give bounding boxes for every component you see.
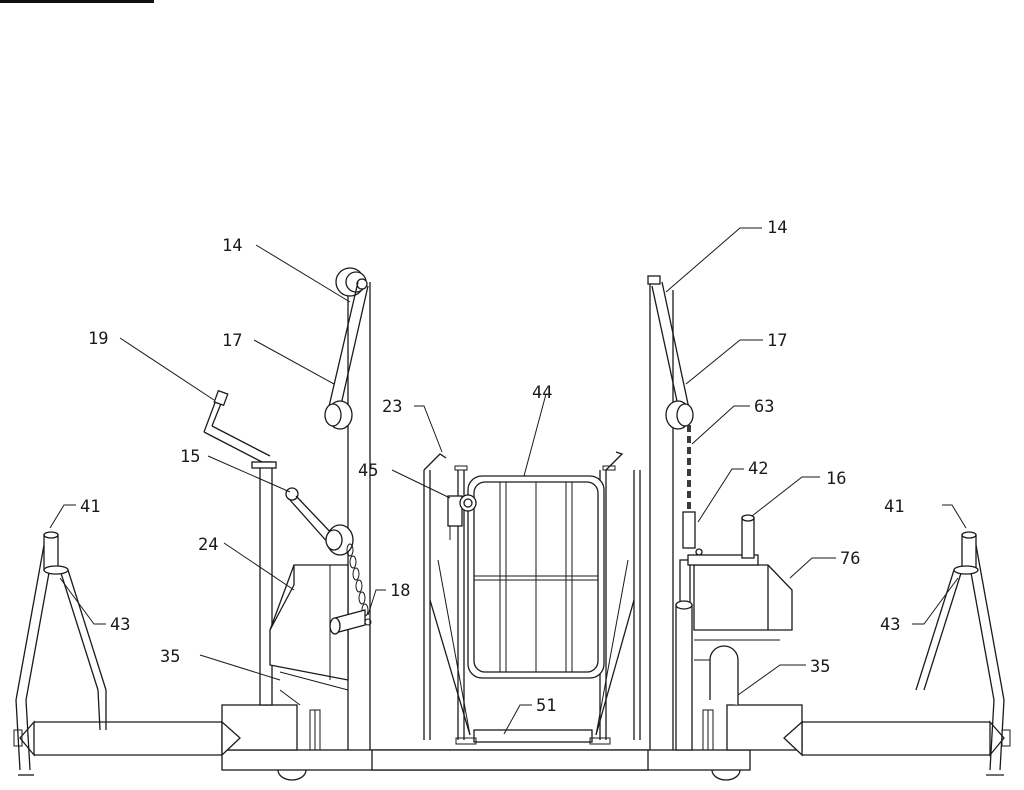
center-base-plate [455, 729, 611, 745]
label-15: 15 [180, 447, 200, 467]
label-43-right: 43 [880, 615, 900, 635]
label-19: 19 [88, 329, 108, 349]
label-23: 23 [382, 397, 402, 417]
label-24: 24 [198, 535, 218, 555]
label-17-right: 17 [767, 331, 787, 351]
label-41-right: 41 [884, 497, 904, 517]
base-platform [221, 749, 751, 781]
right-tower [647, 275, 674, 750]
label-41-left: 41 [80, 497, 100, 517]
left-crank-handle [203, 389, 277, 706]
center-latch [447, 494, 477, 540]
left-roller [329, 609, 366, 635]
right-tensioner [682, 425, 703, 556]
label-17-left: 17 [222, 331, 242, 351]
leader-lines [49, 227, 967, 735]
label-16: 16 [826, 469, 846, 489]
left-horizontal-arm [13, 720, 241, 757]
center-panel [467, 475, 605, 679]
center-frame [423, 451, 641, 740]
label-35-right: 35 [810, 657, 830, 677]
label-45: 45 [358, 461, 378, 481]
label-35-left: 35 [160, 647, 180, 667]
label-42: 42 [748, 459, 768, 479]
label-43-left: 43 [110, 615, 130, 635]
label-51: 51 [536, 696, 556, 716]
left-pulley-arm [324, 281, 369, 430]
right-horizontal-arm [783, 720, 1011, 757]
left-housing [269, 564, 349, 706]
label-76: 76 [840, 549, 860, 569]
right-outer-leg [915, 531, 1005, 776]
right-housing [675, 514, 793, 751]
left-foot-block [221, 704, 321, 751]
label-14-left: 14 [222, 236, 242, 256]
left-outer-leg [15, 531, 107, 776]
label-14-right: 14 [767, 218, 787, 238]
part-labels: 14 14 17 17 19 15 23 44 45 63 42 16 41 4… [80, 218, 904, 716]
header-rule [0, 0, 154, 3]
left-chain [346, 543, 372, 626]
label-18: 18 [390, 581, 410, 601]
label-63: 63 [754, 397, 774, 417]
right-foot-block [702, 704, 803, 751]
label-44: 44 [532, 383, 552, 403]
right-pulley-arm [651, 281, 694, 430]
left-lever [285, 487, 354, 556]
